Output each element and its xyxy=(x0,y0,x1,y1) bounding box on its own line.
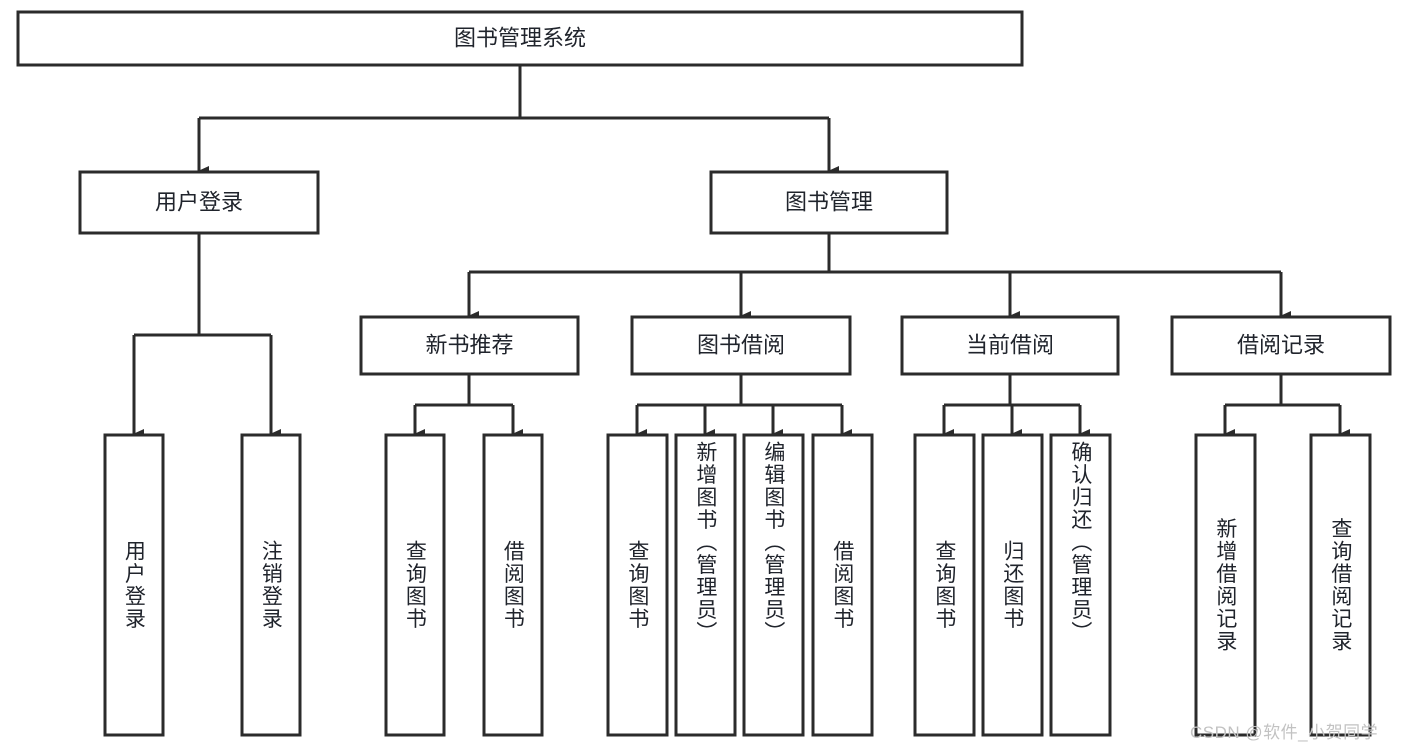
node-label-level2-1: 图书借阅 xyxy=(697,332,785,357)
node-box-leaf-10 xyxy=(1049,433,1112,737)
node-box-leaf-3 xyxy=(482,433,544,737)
node-box-leaf-12 xyxy=(1309,433,1372,737)
watermark-text: CSDN @软件_小贺同学 xyxy=(1190,723,1379,742)
node-box-leaf-2 xyxy=(384,433,446,737)
node-box-leaf-7 xyxy=(811,433,874,737)
node-label-level2-0: 新书推荐 xyxy=(425,332,513,357)
node-box-level2-2 xyxy=(900,315,1120,376)
node-box-level2-1 xyxy=(630,315,852,376)
node-box-level2-3 xyxy=(1170,315,1392,376)
node-label-level1-1: 图书管理 xyxy=(785,189,873,214)
node-box-level1-1 xyxy=(709,170,949,235)
node-label-level2-2: 当前借阅 xyxy=(966,332,1054,357)
node-box-leaf-9 xyxy=(981,433,1044,737)
node-box-leaf-6 xyxy=(742,433,805,737)
node-box-leaf-1 xyxy=(240,433,302,737)
connectors-layer xyxy=(132,65,1350,439)
node-boxes-layer xyxy=(16,10,1392,737)
node-label-level1-0: 用户登录 xyxy=(155,189,243,214)
node-label-root: 图书管理系统 xyxy=(454,25,586,50)
node-box-level2-0 xyxy=(359,315,580,376)
node-label-level2-3: 借阅记录 xyxy=(1237,332,1325,357)
node-box-level1-0 xyxy=(78,170,320,235)
node-box-leaf-5 xyxy=(674,433,737,737)
node-box-root xyxy=(16,10,1024,67)
node-box-leaf-11 xyxy=(1194,433,1257,737)
node-box-leaf-4 xyxy=(606,433,669,737)
node-box-leaf-0 xyxy=(103,433,165,737)
node-box-leaf-8 xyxy=(913,433,976,737)
